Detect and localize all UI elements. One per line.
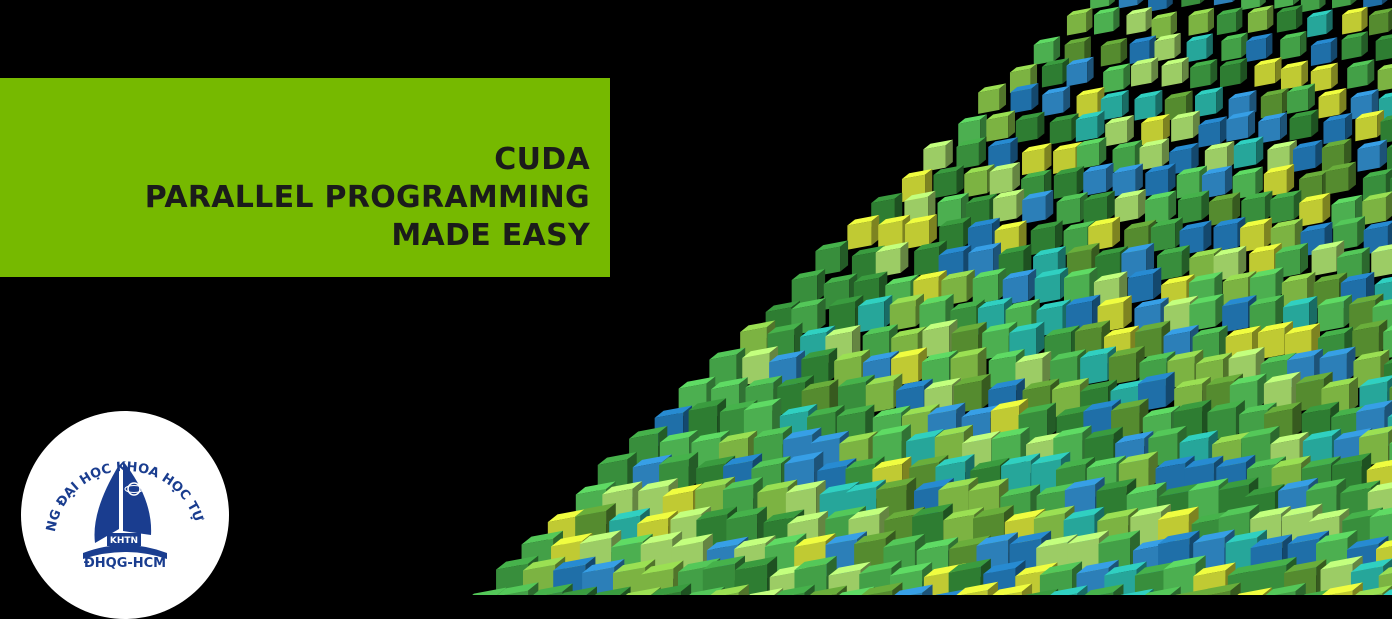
- cube-side: [1382, 0, 1388, 5]
- cube-face: [1022, 196, 1046, 224]
- cube-face: [1050, 119, 1072, 145]
- cube-face: [1083, 169, 1106, 196]
- cube-face: [1280, 36, 1300, 60]
- cube-face: [923, 145, 945, 172]
- cube-side: [1138, 0, 1144, 5]
- cube-face: [1145, 196, 1169, 224]
- cube-face: [990, 168, 1013, 195]
- cube-side: [1109, 0, 1115, 6]
- cube-face: [1134, 95, 1155, 120]
- cube-face: [1226, 116, 1248, 142]
- cube-face: [1307, 14, 1326, 37]
- cube-face: [1299, 199, 1323, 227]
- cube-face: [956, 143, 978, 170]
- cube-face: [1126, 12, 1145, 35]
- cube-face: [1171, 116, 1193, 142]
- cube-face: [1022, 148, 1044, 175]
- cube-face: [1103, 68, 1124, 92]
- cube-face: [1181, 0, 1200, 7]
- cube-side: [1167, 0, 1173, 8]
- cube-face: [1342, 11, 1361, 34]
- cube-face: [1270, 196, 1294, 224]
- cube-face: [1326, 167, 1349, 194]
- university-logo: TRƯỜNG ĐẠI HỌC KHOA HỌC TỰ NHIÊN KHTN ĐH…: [21, 411, 229, 619]
- cube-face: [1376, 37, 1392, 61]
- cube-face: [986, 116, 1008, 142]
- cube-face: [1011, 88, 1032, 113]
- banner-line-made-easy: MADE EASY: [145, 217, 590, 255]
- cube-face: [1347, 64, 1368, 88]
- cube-face: [1319, 93, 1340, 118]
- cube-face: [1342, 36, 1362, 60]
- cube-face: [1042, 91, 1063, 116]
- cube-face: [1016, 117, 1038, 143]
- cube-face: [1220, 63, 1241, 87]
- cube-face: [1246, 38, 1266, 62]
- cube-face: [1301, 0, 1320, 12]
- cube-side: [1351, 0, 1357, 5]
- cube-face: [1214, 0, 1233, 5]
- cube-face: [1077, 143, 1099, 170]
- cube-side: [1233, 0, 1239, 2]
- cube-face: [914, 247, 939, 277]
- cube-face: [1101, 43, 1121, 67]
- cube-face: [1357, 145, 1379, 172]
- cube-face: [1371, 248, 1392, 278]
- cube-face: [1119, 0, 1138, 8]
- cube-face: [1213, 223, 1237, 252]
- banner-title: CUDA PARALLEL PROGRAMMING MADE EASY: [145, 141, 590, 255]
- title-banner: CUDA PARALLEL PROGRAMMING MADE EASY: [0, 78, 610, 277]
- cube-face: [1277, 10, 1296, 33]
- cube-face: [1189, 13, 1208, 36]
- logo-bottom-text: ĐHQG-HCM: [84, 556, 166, 571]
- cube-side: [1293, 0, 1299, 5]
- cube-face: [1293, 145, 1315, 172]
- cube-side: [1200, 0, 1206, 4]
- cube-face: [1076, 116, 1098, 142]
- cube-face: [978, 89, 999, 114]
- cube-face: [1109, 353, 1136, 385]
- cube-face: [1318, 301, 1344, 332]
- hero-slide: CUDA PARALLEL PROGRAMMING MADE EASY TRƯỜ…: [0, 0, 1392, 595]
- cube-face: [1145, 169, 1168, 196]
- cube-face: [1332, 0, 1351, 8]
- cube-face: [933, 171, 956, 198]
- cube-side: [1320, 0, 1326, 9]
- cube-face: [1198, 122, 1220, 148]
- cube-face: [1311, 42, 1331, 66]
- cube-side: [1260, 0, 1266, 7]
- cube-face: [1355, 115, 1377, 141]
- cube-face: [973, 274, 998, 304]
- cube-face: [1290, 115, 1312, 141]
- cube-face: [1090, 0, 1109, 9]
- cube-face: [1094, 12, 1113, 35]
- cube-face: [1067, 62, 1088, 86]
- cube-face: [1187, 38, 1207, 62]
- cube-face: [1369, 12, 1388, 35]
- banner-line-parallel-programming: PARALLEL PROGRAMMING: [145, 179, 590, 217]
- cube-face: [1254, 62, 1275, 86]
- cube-face: [1248, 10, 1267, 33]
- banner-line-cuda: CUDA: [145, 141, 590, 179]
- cube-face: [1131, 62, 1152, 86]
- cube-face: [1312, 247, 1337, 277]
- cube-face: [1105, 120, 1127, 146]
- cube-face: [1162, 62, 1183, 86]
- cube-face: [1287, 89, 1308, 114]
- cube-face: [1234, 142, 1256, 169]
- cube-face: [1378, 67, 1392, 91]
- cube-face: [1362, 197, 1386, 225]
- logo-badge-text: KHTN: [110, 536, 138, 546]
- cube-face: [1221, 37, 1241, 61]
- cube-face: [1217, 12, 1236, 35]
- cube-face: [1140, 144, 1162, 171]
- cube-face: [1042, 63, 1063, 87]
- cube-face: [1190, 64, 1211, 88]
- cube-face: [847, 221, 871, 250]
- cube-face: [1281, 66, 1302, 90]
- cube-face: [1151, 223, 1175, 252]
- cube-face: [1067, 12, 1086, 35]
